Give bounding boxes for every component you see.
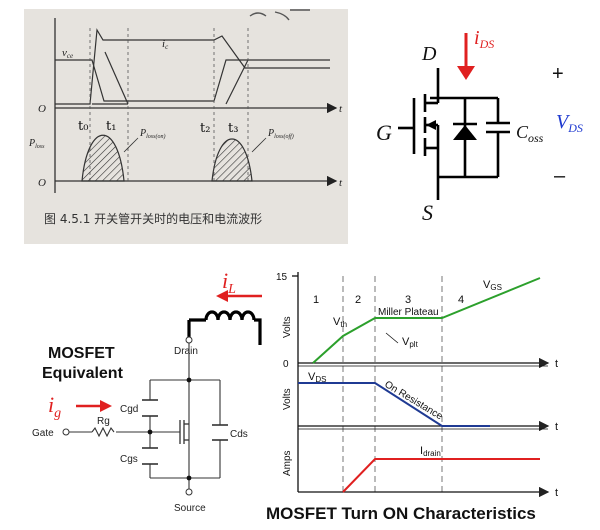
rg-resistor-icon <box>91 426 115 438</box>
region-3-label: 3 <box>405 294 411 306</box>
handwriting-scribble <box>249 9 310 21</box>
equivalent-wiring <box>68 340 221 490</box>
gate-node <box>147 429 153 435</box>
on-resistance-label: On Resistance <box>382 379 444 422</box>
body-arrow-icon <box>426 120 436 130</box>
source-node <box>186 475 192 481</box>
drain-terminal <box>185 336 193 344</box>
t-top-label: t <box>339 103 343 115</box>
turn-on-characteristics: 1 2 3 4 15 0 Volts Volts Amps t t t VGS … <box>266 272 558 523</box>
vds-label: VDS <box>556 111 583 135</box>
vce-waveform <box>55 59 330 102</box>
minus-sign: – <box>554 165 566 187</box>
idrain-curve <box>342 458 540 493</box>
handwritten-t3: t₃ <box>228 121 238 136</box>
ig-arrow-head <box>100 400 112 412</box>
vds-curve-label: VDS <box>308 371 326 384</box>
ig-label: ig <box>48 392 61 421</box>
origin-bottom-label: O <box>38 177 46 189</box>
turn-on-title: MOSFET Turn ON Characteristics <box>266 504 536 523</box>
volts-axis-label-1: Volts <box>282 316 293 338</box>
drain-node-label: Drain <box>174 346 198 357</box>
source-terminal <box>185 488 193 496</box>
tick-15-label: 15 <box>276 272 288 283</box>
ic-fall <box>225 59 249 105</box>
ids-label: iDS <box>474 27 494 51</box>
time-label-2: t <box>555 421 558 433</box>
drain-label: D <box>421 43 437 65</box>
turn-on-axes <box>292 272 550 498</box>
origin-top-label: O <box>38 103 46 115</box>
region-dividers <box>342 276 443 492</box>
time-label-1: t <box>555 358 558 370</box>
ploss-on-leader <box>123 137 139 153</box>
waveform-photo: vce ic O t Ploss Ploss(on) Ploss(off) O … <box>24 9 348 244</box>
cds-label: Cds <box>230 429 248 440</box>
ploss-on-label: Ploss(on) <box>139 128 165 140</box>
gate-terminal <box>62 428 70 436</box>
region-2-label: 2 <box>355 294 361 306</box>
turn-on-loss-area <box>81 134 125 182</box>
source-label: S <box>422 200 433 225</box>
ploss-off-leader <box>251 137 267 153</box>
vplt-leader <box>385 332 399 344</box>
cgs-label: Cgs <box>120 454 138 465</box>
small-mosfet-icon <box>179 420 189 444</box>
handwritten-t2: t₂ <box>200 121 210 136</box>
vgs-curve <box>312 277 541 364</box>
t-bottom-label: t <box>339 177 343 189</box>
vth-label: Vth <box>333 316 347 329</box>
idrain-curve-label: Idrain <box>420 445 441 458</box>
equivalent-title-line2: Equivalent <box>42 365 124 382</box>
rg-label: Rg <box>97 416 110 427</box>
gate-node-label: Gate <box>32 428 54 439</box>
gate-label: G <box>376 120 392 145</box>
turn-off-loss-area <box>211 138 253 182</box>
vds-curve <box>298 382 490 427</box>
photo-caption: 图 4.5.1 开关管开关时的电压和电流波形 <box>44 211 262 226</box>
plus-sign: + <box>552 63 564 85</box>
equivalent-title-line1: MOSFET <box>48 345 115 362</box>
ic-waveform <box>55 28 330 105</box>
ploss-off-label: Ploss(off) <box>267 128 294 140</box>
miller-plateau-label: Miller Plateau <box>378 307 439 318</box>
volts-axis-label-2: Volts <box>282 388 293 410</box>
il-arrow-head <box>216 290 228 302</box>
drain-lead <box>430 68 440 100</box>
ic-label: ic <box>162 38 169 51</box>
vplt-label: Vplt <box>402 336 419 349</box>
amps-axis-label: Amps <box>282 450 293 476</box>
handwritten-t0: t₀ <box>78 119 88 134</box>
mosfet-equivalent: MOSFET Equivalent iL <box>32 268 262 514</box>
body-diode-icon <box>453 125 477 140</box>
drain-node <box>186 377 192 383</box>
vgs-curve-label: VGS <box>483 279 502 292</box>
cgd-label: Cgd <box>120 404 138 415</box>
region-4-label: 4 <box>458 294 464 306</box>
ids-arrow-head <box>457 66 475 80</box>
mosfet-symbol <box>398 68 510 200</box>
equivalent-caps <box>142 399 228 465</box>
region-1-label: 1 <box>313 294 319 306</box>
time-label-3: t <box>555 487 558 499</box>
tick-0-label: 0 <box>283 359 289 370</box>
il-label: iL <box>222 268 236 297</box>
inductor-icon <box>187 310 262 345</box>
vce-fall <box>104 51 129 105</box>
source-node-label: Source <box>174 503 206 514</box>
vce-label: vce <box>62 47 73 60</box>
coss-label: Coss <box>516 122 544 145</box>
photo-background <box>24 9 348 244</box>
ploss-label: Ploss <box>28 138 45 150</box>
handwritten-t1: t₁ <box>106 119 116 134</box>
